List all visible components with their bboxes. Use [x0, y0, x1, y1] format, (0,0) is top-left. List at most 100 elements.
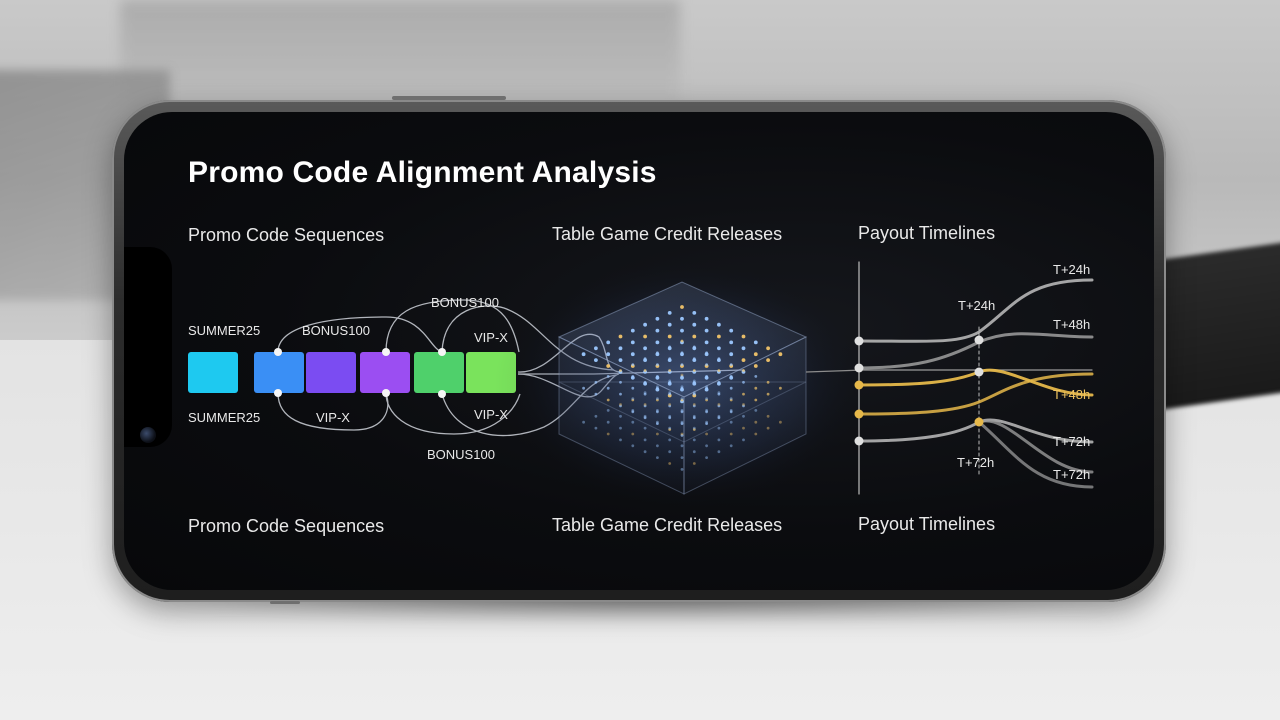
- credit-point: [779, 421, 782, 424]
- credit-point: [619, 415, 622, 418]
- credit-point: [681, 409, 684, 412]
- credit-point: [656, 375, 659, 378]
- credit-point: [644, 391, 647, 394]
- promo-label-bonus100-upper: BONUS100: [431, 295, 499, 310]
- payout-label-t72-mid: T+72h: [957, 455, 994, 470]
- credit-release-cube: [494, 254, 874, 514]
- credit-point: [606, 364, 610, 368]
- credit-point: [718, 369, 721, 372]
- credit-point: [631, 444, 634, 447]
- credit-point: [656, 421, 659, 424]
- credit-point: [693, 427, 696, 430]
- credit-point: [779, 352, 783, 356]
- credit-point: [595, 381, 598, 384]
- credit-point: [705, 456, 708, 459]
- credit-point: [730, 363, 733, 366]
- credit-point: [742, 346, 746, 350]
- credit-point: [705, 409, 708, 412]
- credit-point: [705, 317, 709, 321]
- phone-volume-button: [270, 601, 300, 604]
- credit-point: [730, 444, 733, 447]
- credit-point: [607, 387, 610, 390]
- credit-point: [656, 351, 659, 354]
- credit-point: [681, 340, 684, 343]
- credit-point: [718, 357, 721, 360]
- credit-point: [693, 346, 696, 349]
- credit-point: [606, 352, 610, 356]
- credit-point: [656, 329, 660, 333]
- credit-point: [681, 456, 684, 459]
- credit-point: [767, 415, 770, 418]
- credit-point: [693, 391, 696, 394]
- credit-point: [668, 346, 671, 349]
- credit-point: [729, 352, 733, 356]
- credit-point: [693, 462, 696, 465]
- credit-point: [656, 456, 659, 459]
- promo-connector-dots: [274, 348, 446, 398]
- credit-point: [681, 363, 684, 366]
- credit-point: [754, 341, 758, 345]
- credit-point: [754, 409, 757, 412]
- credit-point: [631, 433, 634, 436]
- credit-point: [767, 381, 770, 384]
- credit-point: [754, 375, 757, 378]
- credit-point: [705, 375, 708, 378]
- promo-label-vipx-bottom: VIP-X: [316, 410, 350, 425]
- credit-point: [705, 397, 708, 400]
- credit-point: [668, 450, 671, 453]
- credit-point: [693, 415, 696, 418]
- credit-point: [595, 415, 598, 418]
- credit-point: [619, 393, 622, 396]
- background-notebook: [1150, 239, 1280, 411]
- credit-point: [681, 385, 684, 388]
- credit-point: [692, 311, 696, 315]
- credit-point: [656, 397, 659, 400]
- credit-point: [644, 381, 647, 384]
- credit-point: [754, 421, 757, 424]
- credit-point: [656, 444, 659, 447]
- promo-label-summer25-bottom: SUMMER25: [188, 410, 260, 425]
- credit-point: [668, 311, 672, 315]
- credit-point: [631, 409, 634, 412]
- credit-point: [730, 387, 733, 390]
- credit-point: [643, 335, 647, 339]
- credit-point: [644, 357, 647, 360]
- credit-point: [730, 375, 733, 378]
- promo-label-vipx-top: VIP-X: [474, 330, 508, 345]
- credit-point: [779, 387, 782, 390]
- credit-point: [742, 393, 745, 396]
- credit-point: [607, 399, 610, 402]
- credit-point: [680, 317, 684, 321]
- credit-point: [595, 393, 598, 396]
- credit-point: [718, 391, 721, 394]
- credit-point: [607, 421, 610, 424]
- credit-point: [644, 439, 647, 442]
- credit-point: [692, 323, 696, 327]
- credit-point: [754, 387, 757, 390]
- promo-label-summer25-top: SUMMER25: [188, 323, 260, 338]
- credit-point: [607, 375, 610, 378]
- credit-point: [730, 397, 733, 400]
- credit-point: [705, 363, 708, 366]
- promo-label-bonus100-top: BONUS100: [302, 323, 370, 338]
- credit-point: [718, 415, 721, 418]
- credit-point: [668, 415, 671, 418]
- credit-point: [718, 439, 721, 442]
- credit-point: [619, 335, 623, 339]
- credit-point: [693, 439, 696, 442]
- credit-point: [718, 403, 721, 406]
- credit-point: [730, 433, 733, 436]
- promo-label-bonus100-lower: BONUS100: [427, 447, 495, 462]
- credit-point: [668, 403, 671, 406]
- credit-point: [619, 358, 623, 362]
- credit-point: [631, 341, 635, 345]
- credit-point: [742, 369, 745, 372]
- credit-point: [656, 409, 659, 412]
- credit-point: [619, 369, 622, 372]
- credit-point: [705, 341, 709, 345]
- credit-point: [668, 391, 671, 394]
- payout-label-t24-upper: T+24h: [1053, 262, 1090, 277]
- credit-point: [742, 439, 745, 442]
- credit-point: [582, 352, 586, 356]
- credit-point: [693, 403, 696, 406]
